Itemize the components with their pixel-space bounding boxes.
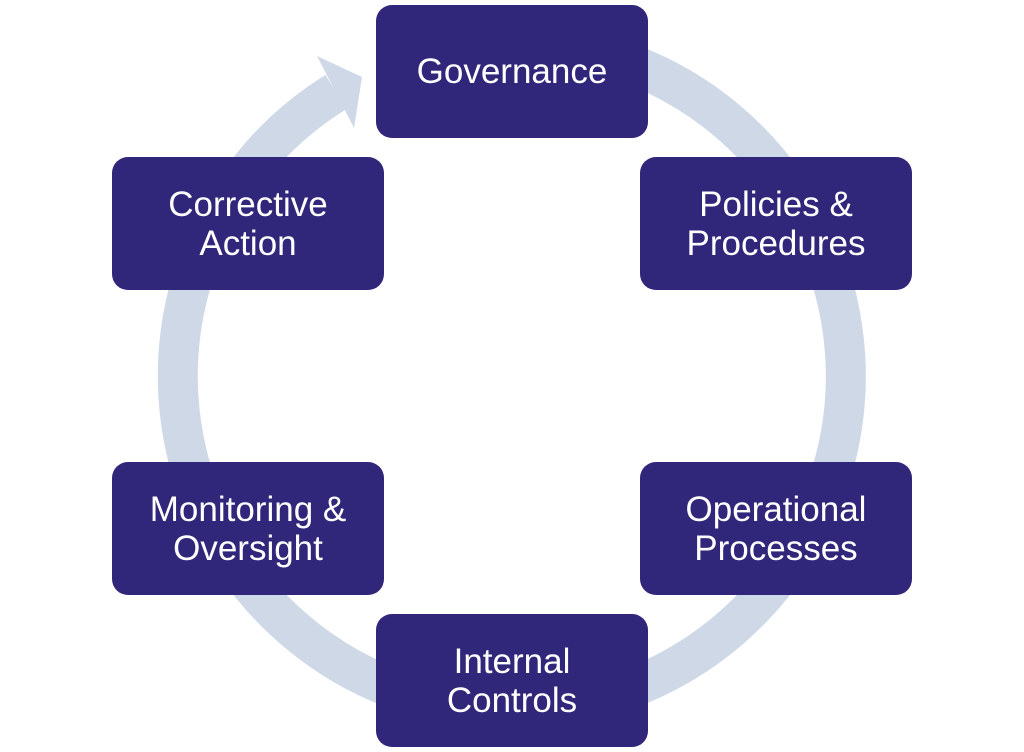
step-label: Oversight [173,528,323,568]
step-label: Governance [416,52,608,91]
step-governance: Governance [376,5,648,138]
step-monitoring-oversight: Monitoring &Oversight [112,462,384,595]
step-label: Processes [694,528,858,568]
step-label: Monitoring & [149,489,347,529]
step-label: Procedures [686,223,866,263]
step-label: Action [199,223,297,263]
step-label: Policies & [699,184,853,224]
step-label: Controls [446,680,578,720]
cycle-ring [157,22,866,730]
step-label: Internal [453,641,571,681]
step-policies-procedures: Policies &Procedures [640,157,912,290]
step-label: Corrective [168,184,328,224]
step-label: Operational [685,489,867,529]
cycle-arrowhead-icon [317,56,362,128]
